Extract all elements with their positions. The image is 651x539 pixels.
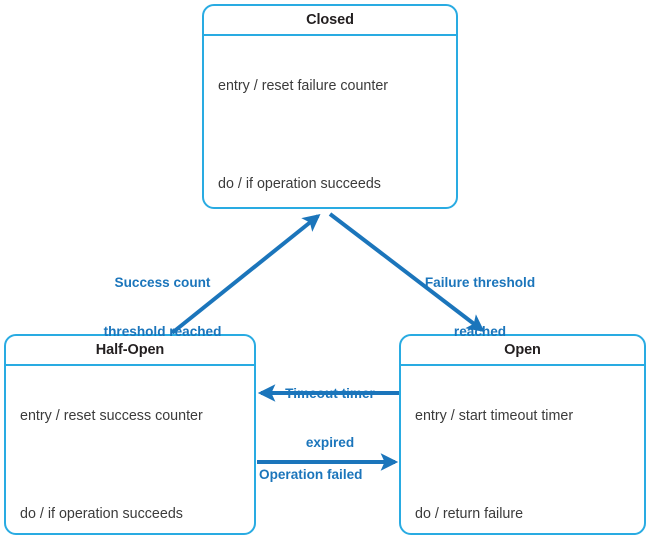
- state-open-title: Open: [401, 336, 644, 366]
- state-half-open-line-0: entry / reset success counter: [20, 408, 203, 425]
- state-half-open-spacer-1: [6, 459, 254, 473]
- state-half-open[interactable]: Half-Open entry / reset success counter …: [4, 334, 256, 535]
- state-half-open-title: Half-Open: [6, 336, 254, 366]
- transition-label-failure-line1: Failure threshold: [424, 274, 536, 290]
- state-closed[interactable]: Closed entry / reset failure counter do …: [202, 4, 458, 209]
- state-closed-spacer-1: [204, 129, 456, 143]
- transition-label-success-line1: Success count: [114, 274, 211, 290]
- state-half-open-line-2: do / if operation succeeds: [20, 506, 183, 523]
- state-half-open-body: entry / reset success counter do / if op…: [6, 366, 254, 533]
- state-closed-body: entry / reset failure counter do / if op…: [204, 36, 456, 207]
- transition-label-success-count-threshold-reached: Success count threshold reached: [90, 242, 235, 356]
- arrow-halfopen-to-closed: [170, 213, 321, 335]
- transition-label-timeout-timer-expired: Timeout timer expired: [265, 353, 395, 467]
- arrow-closed-to-open: [328, 212, 485, 332]
- state-closed-line-0: entry / reset failure counter: [218, 78, 389, 95]
- state-open-line-2: do / return failure: [415, 506, 524, 523]
- transition-label-failure-threshold-reached: Failure threshold reached: [400, 242, 560, 356]
- transition-label-success-line2: threshold reached: [103, 323, 222, 339]
- transition-label-failure-line2: reached: [453, 323, 507, 339]
- transition-label-timeout-line2: expired: [305, 434, 355, 450]
- state-closed-line-2: do / if operation succeeds: [218, 176, 381, 193]
- state-open-line-0: entry / start timeout timer: [415, 408, 574, 425]
- transition-label-opfailed-line1: Operation failed: [259, 466, 363, 482]
- state-open[interactable]: Open entry / start timeout timer do / re…: [399, 334, 646, 535]
- transition-label-operation-failed: Operation failed: [259, 434, 401, 499]
- state-open-spacer-1: [401, 459, 644, 473]
- state-open-body: entry / start timeout timer do / return …: [401, 366, 644, 533]
- transition-label-timeout-line1: Timeout timer: [285, 385, 375, 401]
- state-closed-title: Closed: [204, 6, 456, 36]
